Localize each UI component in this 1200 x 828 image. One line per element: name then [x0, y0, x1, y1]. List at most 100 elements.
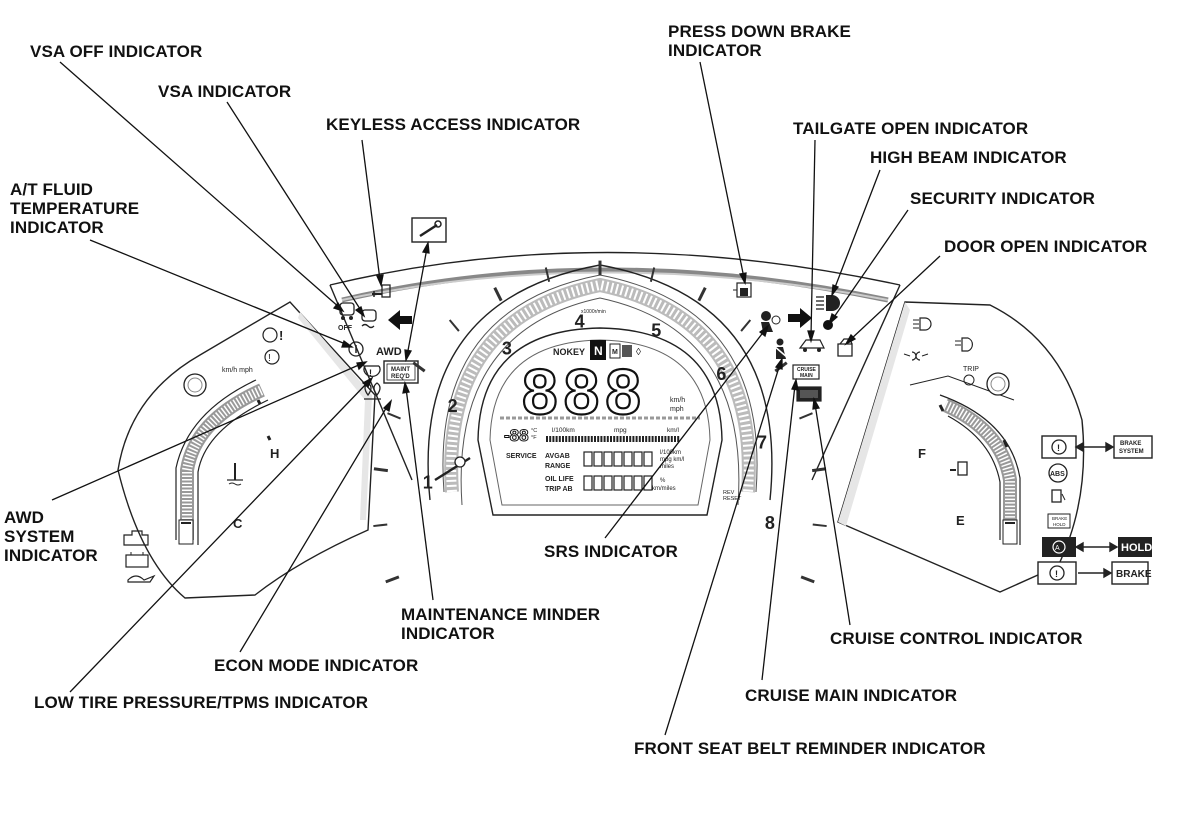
- cruise-control-icon: [796, 386, 822, 402]
- lcd-bar-segment: [645, 436, 648, 442]
- svg-text:°F: °F: [531, 435, 537, 441]
- outside-temp-digits: -88: [504, 426, 529, 445]
- callout-at-fluid-temperature: A/T FLUID TEMPERATURE INDICATOR: [10, 180, 140, 237]
- lcd-bar-segment: [574, 436, 577, 442]
- lcd-digit-segment: [583, 475, 593, 491]
- lcd-bar-segment: [619, 436, 622, 442]
- lcd-bar-segment: [661, 436, 664, 442]
- fuel-economy-bar-graph: [546, 436, 680, 442]
- brake-system-icon: !: [1041, 435, 1077, 459]
- lcd-bar-segment: [664, 436, 667, 442]
- callout-econ-mode: ECON MODE INDICATOR: [214, 656, 419, 675]
- oil-units: %km/miles: [652, 478, 676, 492]
- callout-press-down-brake: PRESS DOWN BRAKE INDICATOR: [668, 22, 851, 60]
- hold-label-box: HOLD: [1118, 537, 1152, 557]
- lights-on-icon: [955, 337, 973, 352]
- left-reset-knob: [183, 373, 207, 397]
- left-turn-signal-icon: [388, 310, 412, 330]
- callout-keyless-access: KEYLESS ACCESS INDICATOR: [326, 115, 581, 134]
- svg-text:!: !: [369, 368, 372, 378]
- lcd-bar-segment: [616, 436, 619, 442]
- lcd-bar-segment: [648, 436, 651, 442]
- svg-text:BRAKE: BRAKE: [1052, 516, 1067, 521]
- svg-text:!: !: [1057, 443, 1060, 453]
- svg-text:◊: ◊: [636, 347, 641, 358]
- lcd-bar-segment: [613, 436, 616, 442]
- lcd-bar-segment: [568, 436, 571, 442]
- km-per-liter-unit: km/l: [667, 427, 679, 434]
- awd-icon-label: AWD: [376, 346, 402, 358]
- tpms-icon: !: [363, 365, 381, 378]
- svg-text:REQ'D: REQ'D: [391, 374, 410, 380]
- lcd-digit-segment: [633, 475, 643, 491]
- check-engine-icon: [123, 530, 149, 546]
- callout-security: SECURITY INDICATOR: [910, 189, 1096, 208]
- svg-text:SYSTEM: SYSTEM: [1119, 449, 1144, 455]
- svg-text:HOLD: HOLD: [1053, 522, 1066, 527]
- lcd-digit-segment: [623, 475, 633, 491]
- oil-pressure-icon: [127, 574, 156, 583]
- svg-text:N: N: [594, 344, 603, 358]
- trip-digit-segments: [583, 451, 653, 491]
- svg-text:CRUISE: CRUISE: [797, 367, 817, 373]
- battery-icon: [125, 552, 149, 568]
- lcd-bar-segment: [590, 436, 593, 442]
- lcd-bar-segment: [629, 436, 632, 442]
- tach-tick-marks: [373, 260, 827, 584]
- svg-text:OFF: OFF: [338, 325, 353, 332]
- brake-variant-arrow: [1078, 567, 1113, 579]
- tach-tick: [412, 361, 426, 373]
- lcd-bar-segment: [603, 436, 606, 442]
- avg-ab-label: AVGAB: [545, 453, 570, 460]
- leader-lines: [51, 61, 941, 736]
- callout-tailgate-open: TAILGATE OPEN INDICATOR: [793, 119, 1029, 138]
- tach-numeral: 3: [502, 338, 512, 358]
- tach-numeral: 7: [757, 433, 767, 453]
- lcd-bar-segment: [632, 436, 635, 442]
- callout-cruise-control: CRUISE CONTROL INDICATOR: [830, 629, 1083, 648]
- callout-door-open: DOOR OPEN INDICATOR: [944, 237, 1148, 256]
- temperature-hot-label: H: [270, 446, 279, 461]
- callout-high-beam: HIGH BEAM INDICATOR: [870, 148, 1067, 167]
- brake-system-label-box: BRAKE SYSTEM: [1113, 435, 1153, 459]
- shift-indicator-icon: [590, 340, 606, 360]
- lcd-bar-segment: [670, 436, 673, 442]
- tach-tick: [811, 467, 827, 473]
- at-fluid-temperature-icon: [348, 341, 364, 357]
- tach-tick: [740, 319, 752, 332]
- brake-hold-small-icon: BRAKE HOLD: [1047, 513, 1071, 529]
- right-trip-knob: [986, 372, 1010, 396]
- tach-numeral: 1: [423, 472, 433, 492]
- brake-system-variant-arrow: [1074, 441, 1115, 453]
- lcd-bar-segment: [600, 436, 603, 442]
- svg-text:MAINT: MAINT: [391, 367, 410, 373]
- lcd-bar-segment: [549, 436, 552, 442]
- callout-vsa-off: VSA OFF INDICATOR: [30, 42, 203, 61]
- left-gauge-unit: km/h mph: [222, 367, 253, 374]
- tach-tick: [649, 267, 656, 282]
- svg-text:A: A: [1055, 545, 1060, 552]
- wrench-icon: [411, 217, 447, 243]
- tpms-small-icon: !: [264, 349, 280, 365]
- lcd-bar-segment: [555, 436, 558, 442]
- svg-text:BRAKE: BRAKE: [1120, 441, 1141, 447]
- right-gauge-panel: TRIP F E ! ABS BRAKE HOLD A: [837, 301, 1153, 593]
- lcd-bar-segment: [571, 436, 574, 442]
- vsa-icon: [361, 309, 377, 329]
- fog-light-icon: [913, 317, 932, 331]
- lcd-bar-segment: [597, 436, 600, 442]
- power-steering-warning-icon: !: [262, 327, 283, 343]
- svg-text:°C: °C: [531, 428, 537, 434]
- parking-light-icon: [903, 351, 929, 361]
- abs-icon: ABS: [1048, 463, 1068, 483]
- cruise-main-icon: CRUISE MAIN: [792, 364, 820, 380]
- lcd-digit-segment: [643, 451, 653, 467]
- lcd-bar-segment: [642, 436, 644, 442]
- lcd-digit-segment: [633, 451, 643, 467]
- tach-numeral: 6: [716, 364, 726, 384]
- speed-digits: 888: [522, 356, 647, 428]
- tach-numeral: 4: [575, 311, 585, 331]
- lcd-digit-segment: [613, 451, 623, 467]
